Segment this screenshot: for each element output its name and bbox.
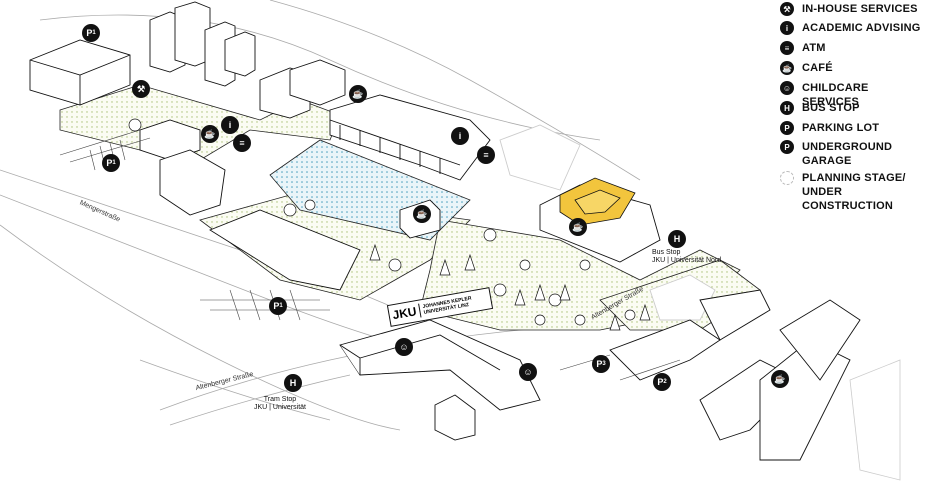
- building-south-5: [779, 299, 861, 381]
- building-library: [329, 94, 491, 181]
- legend-label: UNDERGROUND GARAGE: [802, 141, 893, 167]
- construction-icon: [780, 171, 794, 185]
- cafe-icon-marker-5[interactable]: ☕: [771, 370, 789, 388]
- building-south-1: [609, 319, 721, 381]
- legend-label: IN-HOUSE SERVICES: [802, 3, 918, 15]
- atm-icon: ≡: [780, 41, 794, 55]
- legend-item-academic-advising: i ACADEMIC ADVISING: [780, 21, 927, 35]
- cafe-icon-marker-4[interactable]: ☕: [569, 218, 587, 236]
- legend-label: ACADEMIC ADVISING: [802, 22, 921, 34]
- legend-item-in-house-services: ⚒ IN-HOUSE SERVICES: [780, 2, 927, 16]
- tower-4: [224, 31, 256, 77]
- wrench-icon-marker[interactable]: ⚒: [132, 80, 150, 98]
- tram-stop-icon[interactable]: H: [284, 374, 302, 392]
- legend-label: PARKING LOT: [802, 122, 880, 134]
- legend-label: BUS STOP: [802, 102, 860, 114]
- legend-item-cafe: ☕ CAFÉ: [780, 61, 927, 75]
- legend-label: CHILDCARE SERVICES: [802, 82, 869, 108]
- building-mensa: [139, 119, 201, 161]
- legend-label: PLANNING STAGE/ UNDER CONSTRUCTION: [802, 172, 906, 212]
- cafe-icon-marker-2[interactable]: ☕: [201, 125, 219, 143]
- building-south-2: [699, 289, 771, 341]
- info-icon: i: [780, 21, 794, 35]
- building-mid-2: [289, 59, 346, 106]
- cafe-icon-marker-1[interactable]: ☕: [349, 85, 367, 103]
- highlighted-building: [559, 177, 636, 226]
- bus-stop-icon-north[interactable]: H: [668, 230, 686, 248]
- cafe-icon-marker-3[interactable]: ☕: [413, 205, 431, 223]
- building-south-long: [339, 319, 541, 411]
- wrench-icon: ⚒: [780, 2, 794, 16]
- bus-stop-icon: H: [780, 101, 794, 115]
- building-sports: [209, 209, 361, 291]
- building-science-park: [159, 149, 226, 216]
- legend-item-underground-garage: P UNDERGROUND GARAGE: [780, 140, 892, 168]
- cafe-icon: ☕: [780, 61, 794, 75]
- building-chapel: [434, 394, 476, 441]
- legend-label: CAFÉ: [802, 62, 833, 74]
- green-area-north: [59, 84, 341, 161]
- legend-label: ATM: [802, 42, 826, 54]
- childcare-icon-marker-2[interactable]: ☺: [519, 363, 537, 381]
- parking-icon: P: [780, 121, 794, 135]
- legend-item-childcare: ☺ CHILDCARE SERVICES: [780, 81, 927, 109]
- childcare-icon: ☺: [780, 81, 794, 95]
- info-icon-marker-2[interactable]: i: [451, 127, 469, 145]
- trees: [128, 118, 651, 331]
- atm-icon-marker-2[interactable]: ≡: [477, 146, 495, 164]
- childcare-icon-marker-1[interactable]: ☺: [395, 338, 413, 356]
- legend-item-bus-stop: H BUS STOP: [780, 101, 927, 115]
- atm-icon-marker-1[interactable]: ≡: [233, 134, 251, 152]
- legend-item-atm: ≡ ATM: [780, 41, 927, 55]
- legend-item-planning-stage: PLANNING STAGE/ UNDER CONSTRUCTION: [780, 171, 930, 213]
- legend-item-parking-lot: P PARKING LOT: [780, 121, 927, 135]
- info-icon-marker-1[interactable]: i: [221, 116, 239, 134]
- parking-lots: [59, 129, 681, 381]
- garage-icon: P: [780, 140, 794, 154]
- building-east-ghost: [499, 124, 581, 191]
